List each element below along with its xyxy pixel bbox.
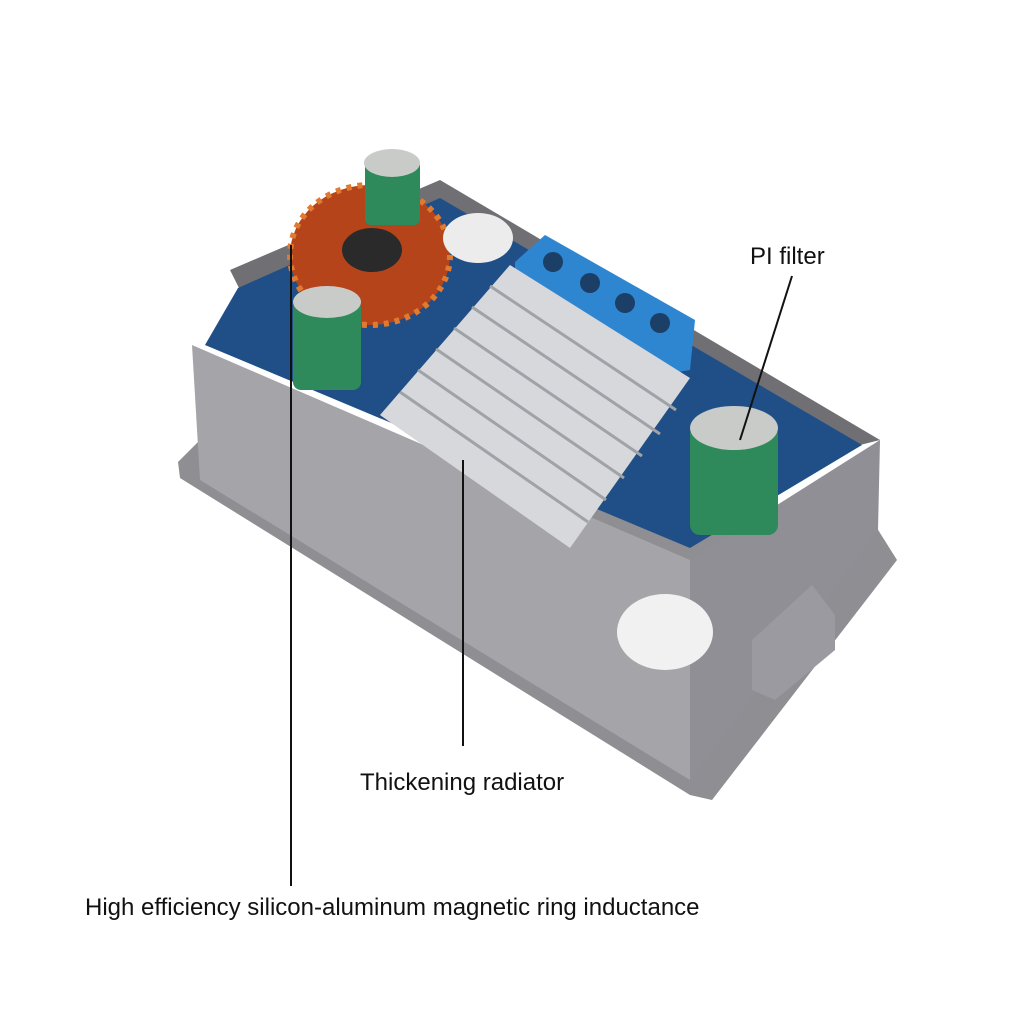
terminal-screws bbox=[543, 252, 670, 333]
capacitor-left bbox=[293, 286, 361, 390]
terminal-block bbox=[515, 235, 695, 375]
label-pi-filter: PI filter bbox=[750, 243, 825, 270]
capacitor-top bbox=[364, 149, 420, 225]
case-front-face bbox=[192, 345, 690, 780]
capacitor-pi-filter bbox=[690, 406, 778, 535]
glue-blob bbox=[443, 213, 513, 263]
callout-line-pi-filter bbox=[739, 275, 793, 441]
case-clip bbox=[752, 585, 835, 700]
heatsink-radiator bbox=[380, 265, 690, 548]
label-magnetic-ring-inductance: High efficiency silicon-aluminum magneti… bbox=[85, 894, 700, 921]
heatsink-fins bbox=[399, 284, 677, 524]
glue-blob bbox=[617, 594, 713, 670]
label-thickening-radiator: Thickening radiator bbox=[360, 769, 565, 796]
